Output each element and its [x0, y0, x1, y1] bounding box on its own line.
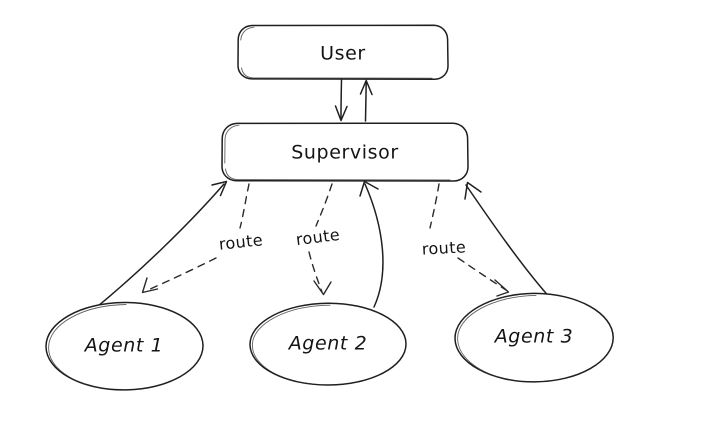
- agent1-ellipse-sketch-overlay: [48, 304, 127, 390]
- user-box-sketch-overlay-bottom: [241, 67, 433, 79]
- edge-agent2-to-supervisor-line: [364, 183, 384, 308]
- edge-agent3-to-supervisor-line: [465, 184, 553, 301]
- edge-agent1-to-supervisor-arrowhead: [211, 180, 228, 197]
- edge-agent1-to-supervisor: [91, 180, 228, 312]
- node-agent2[interactable]: Agent 2: [249, 302, 407, 386]
- edge-supervisor-to-agent3: [429, 183, 510, 297]
- node-agent3[interactable]: Agent 3: [454, 292, 614, 383]
- edge-supervisor-to-agent3-line: [429, 183, 440, 229]
- edge-supervisor-to-agent2: [308, 183, 333, 296]
- route-label-2-text: route: [295, 225, 341, 249]
- edge-user-to-supervisor: [334, 79, 348, 122]
- edge-label-route-2: route: [295, 225, 341, 249]
- agent3-label: Agent 3: [493, 326, 574, 348]
- node-agent1[interactable]: Agent 1: [45, 301, 204, 391]
- edge-agent3-to-supervisor-arrowhead: [464, 181, 482, 200]
- agent2-label: Agent 2: [287, 333, 368, 355]
- edge-supervisor-to-user-arrowhead: [359, 79, 373, 96]
- supervisor-box-sketch-overlay-bottom: [225, 168, 451, 181]
- route-label-3-text: route: [421, 237, 466, 258]
- edge-supervisor-to-agent1: [141, 183, 250, 294]
- node-user[interactable]: User: [237, 24, 449, 80]
- edge-supervisor-to-user: [359, 79, 373, 122]
- edge-supervisor-to-agent3-arrowhead: [494, 279, 510, 297]
- edge-supervisor-to-agent2-line-lower: [308, 251, 323, 293]
- edge-supervisor-to-agent2-line: [315, 183, 333, 227]
- route-label-1-text: route: [218, 230, 264, 254]
- edge-supervisor-to-user-line: [364, 81, 367, 122]
- edge-agent2-to-supervisor-arrowhead: [359, 180, 379, 197]
- agent2-ellipse-sketch-overlay: [251, 304, 331, 385]
- edge-supervisor-to-agent1-arrowhead: [141, 277, 159, 294]
- supervisor-label: Supervisor: [291, 142, 399, 164]
- edge-agent3-to-supervisor: [464, 181, 553, 301]
- edge-user-to-supervisor-line: [340, 79, 343, 119]
- edge-agent1-to-supervisor-line: [91, 183, 225, 312]
- user-box-sketch-overlay: [240, 26, 255, 41]
- edge-user-to-supervisor-arrowhead: [334, 105, 348, 122]
- supervisor-box-outline: [221, 122, 469, 182]
- edge-supervisor-to-agent1-line-lower: [147, 257, 217, 291]
- edge-supervisor-to-agent2-arrowhead: [313, 280, 332, 296]
- user-box-outline: [237, 24, 449, 80]
- agent3-ellipse-outline: [454, 292, 614, 383]
- user-label: User: [320, 43, 366, 65]
- edge-supervisor-to-agent3-line-lower: [457, 257, 507, 291]
- edge-supervisor-to-agent1-line: [239, 183, 250, 229]
- edge-label-route-3: route: [421, 237, 466, 258]
- edge-agent2-to-supervisor: [359, 180, 384, 308]
- node-supervisor[interactable]: Supervisor: [221, 122, 469, 182]
- agent1-ellipse-outline: [45, 301, 204, 391]
- agent2-ellipse-outline: [249, 302, 407, 386]
- agent1-label: Agent 1: [83, 335, 164, 357]
- supervisor-box-sketch-overlay: [224, 124, 240, 164]
- agent3-ellipse-sketch-overlay: [457, 294, 537, 382]
- edge-label-route-1: route: [218, 230, 264, 254]
